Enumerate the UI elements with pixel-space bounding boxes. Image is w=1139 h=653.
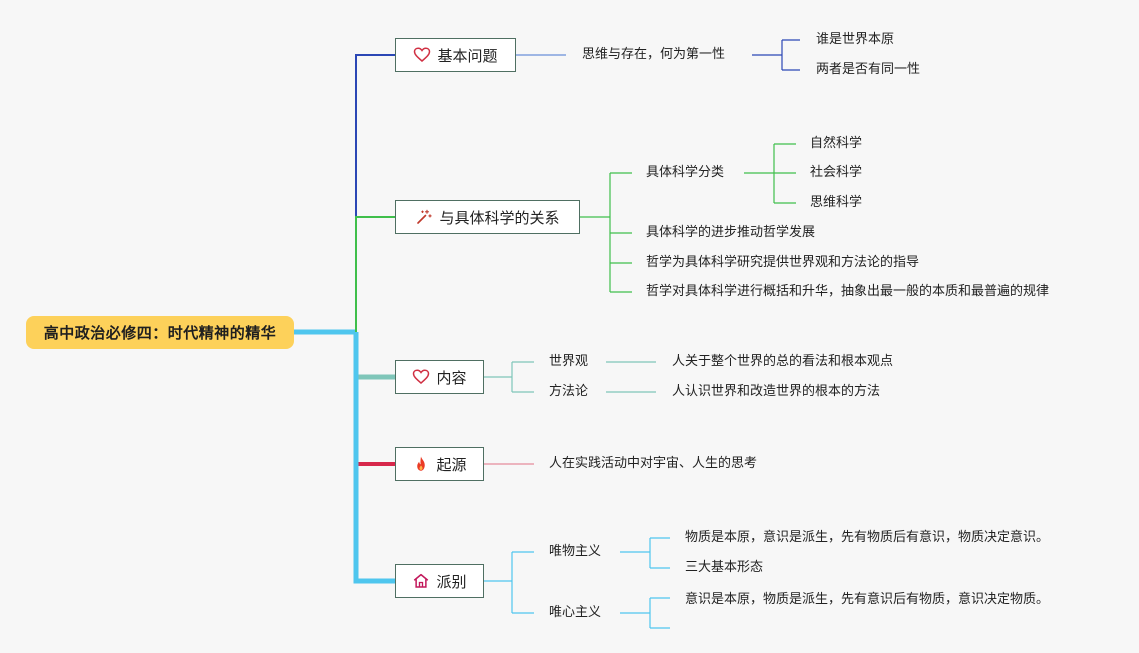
- topic-identity[interactable]: 两者是否有同一性: [816, 62, 921, 77]
- topic-materialism[interactable]: 唯物主义: [549, 544, 602, 559]
- branch-science-relation-label: 与具体科学的关系: [439, 208, 560, 227]
- branch-origin-label: 起源: [436, 455, 467, 474]
- topic-materialism-def[interactable]: 物质是本原，意识是派生，先有物质后有意识，物质决定意识。: [685, 530, 1050, 545]
- heart-icon: [413, 46, 431, 64]
- trunk-segment-school: [353, 332, 395, 584]
- trunk-segment-basic: [355, 54, 395, 217]
- heart-icon: [412, 368, 430, 386]
- topic-idealism-def[interactable]: 意识是本原，物质是派生，先有意识后有物质，意识决定物质。: [685, 592, 1050, 607]
- link-science: [580, 172, 632, 293]
- branch-basic-question-label: 基本问题: [437, 46, 498, 65]
- topic-worldview-def[interactable]: 人关于整个世界的总的看法和根本观点: [672, 354, 894, 369]
- topic-social-science[interactable]: 社会科学: [810, 165, 863, 180]
- house-icon: [412, 572, 430, 590]
- topic-world-origin[interactable]: 谁是世界本原: [816, 32, 895, 47]
- topic-methodology[interactable]: 方法论: [549, 384, 589, 399]
- fire-icon: [412, 455, 430, 473]
- trunk-segment-science: [355, 216, 395, 332]
- magic-wand-icon: [415, 208, 433, 226]
- link-school-materialism: [620, 537, 670, 569]
- topic-natural-science[interactable]: 自然科学: [810, 136, 863, 151]
- topic-origin-def[interactable]: 人在实践活动中对宇宙、人生的思考: [549, 456, 758, 471]
- branch-science-relation[interactable]: 与具体科学的关系: [395, 200, 580, 234]
- topic-science-classes[interactable]: 具体科学分类: [646, 165, 725, 180]
- link-school: [484, 551, 534, 614]
- branch-schools-label: 派别: [436, 572, 467, 591]
- topic-science-drives-philosophy[interactable]: 具体科学的进步推动哲学发展: [646, 225, 816, 240]
- branch-basic-question[interactable]: 基本问题: [395, 38, 516, 72]
- link-basic-sub: [752, 39, 800, 71]
- topic-idealism[interactable]: 唯心主义: [549, 605, 602, 620]
- topic-three-forms[interactable]: 三大基本形态: [685, 560, 764, 575]
- link-content-sub: [606, 361, 656, 393]
- link-content: [484, 361, 534, 393]
- topic-thinking-science[interactable]: 思维科学: [810, 195, 863, 210]
- topic-methodology-def[interactable]: 人认识世界和改造世界的根本的方法: [672, 384, 881, 399]
- branch-content[interactable]: 内容: [395, 360, 484, 394]
- topic-philosophy-guides-science[interactable]: 哲学为具体科学研究提供世界观和方法论的指导: [646, 255, 920, 270]
- root-label: 高中政治必修四：时代精神的精华: [43, 324, 277, 342]
- topic-first-principle[interactable]: 思维与存在，何为第一性: [582, 47, 726, 62]
- branch-schools[interactable]: 派别: [395, 564, 484, 598]
- link-school-idealism: [620, 597, 670, 629]
- topic-worldview[interactable]: 世界观: [549, 354, 589, 369]
- branch-origin[interactable]: 起源: [395, 447, 484, 481]
- root-node[interactable]: 高中政治必修四：时代精神的精华: [26, 316, 294, 349]
- branch-content-label: 内容: [436, 368, 467, 387]
- link-science-class: [744, 143, 796, 204]
- topic-philosophy-generalizes[interactable]: 哲学对具体科学进行概括和升华，抽象出最一般的本质和最普遍的规律: [646, 284, 1050, 299]
